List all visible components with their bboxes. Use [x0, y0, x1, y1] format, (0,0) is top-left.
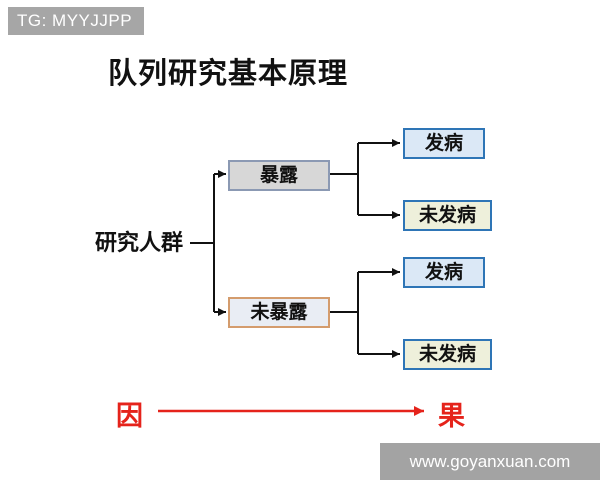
unexposed-box: 未暴露 — [228, 297, 330, 328]
telegram-watermark-badge: TG: MYYJJPP — [8, 7, 145, 35]
exposed-no-disease-box: 未发病 — [403, 200, 492, 231]
population-label: 研究人群 — [94, 230, 183, 255]
website-watermark: www.goyanxuan.com — [380, 443, 600, 480]
unexposed-no-disease-box: 未发病 — [403, 339, 492, 370]
unexposed-bracket-line — [330, 272, 359, 354]
effect-label: 果 — [438, 401, 465, 431]
page-title: 队列研究基本原理 — [108, 58, 349, 90]
population-bracket-line — [190, 174, 215, 312]
exposed-box: 暴露 — [228, 160, 330, 191]
exposed-bracket-line — [330, 143, 359, 215]
unexposed-disease-box: 发病 — [403, 257, 485, 288]
exposed-disease-box: 发病 — [403, 128, 485, 159]
cause-label: 因 — [116, 401, 143, 431]
